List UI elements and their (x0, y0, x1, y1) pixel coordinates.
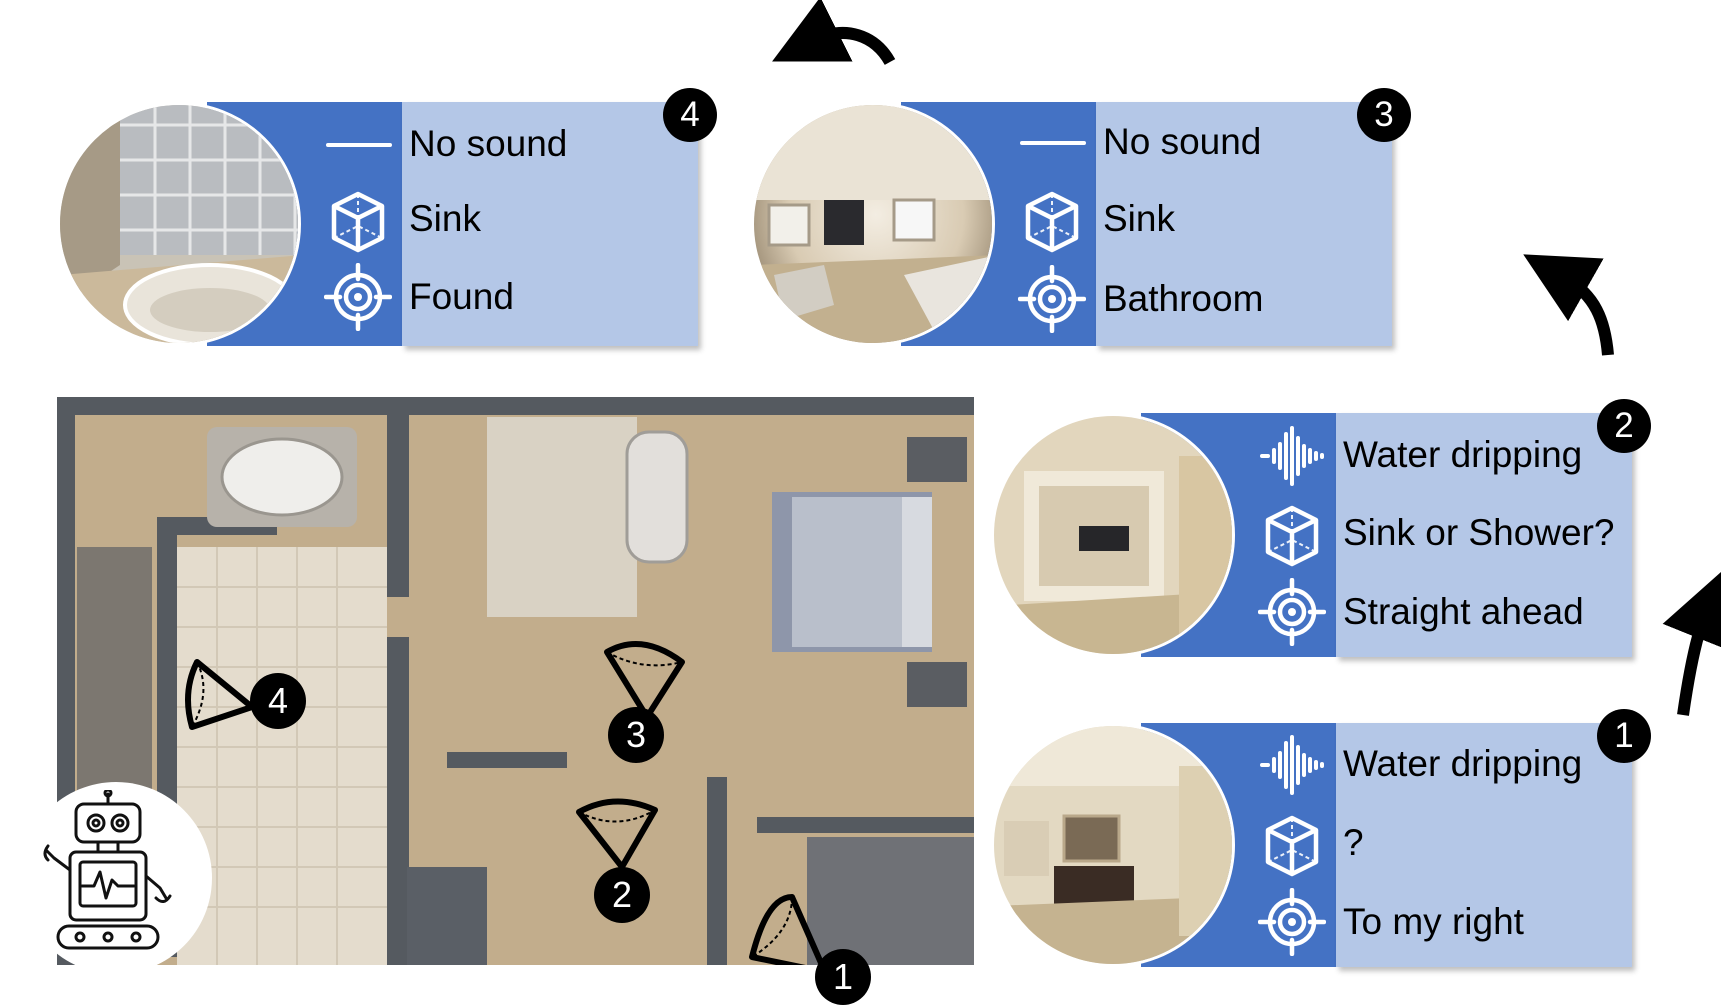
arrow-step1-to-step2 (1662, 570, 1721, 716)
step-number-badge: 3 (1357, 88, 1411, 142)
target-label: Bathroom (1103, 278, 1264, 319)
step-number-badge: 2 (1597, 399, 1651, 453)
target-label: Straight ahead (1343, 591, 1584, 632)
sound-label: Water dripping (1343, 434, 1583, 475)
sound-label: No sound (409, 123, 568, 164)
panel-text-area (1096, 102, 1392, 346)
panel-text-area (402, 102, 698, 346)
map-marker-4: 4 (250, 673, 306, 729)
viewpoint-cone-3 (604, 641, 685, 720)
viewpoint-cone-1 (749, 894, 826, 965)
arrow-step2-to-step3 (1523, 254, 1614, 356)
object-label: Sink or Shower? (1343, 512, 1615, 553)
egocentric-view-photo (751, 102, 995, 346)
panel-text-area (1336, 723, 1632, 967)
panel-text-area (1336, 413, 1632, 657)
target-label: Found (409, 276, 514, 317)
sound-label: Water dripping (1343, 743, 1583, 784)
object-label: Sink (409, 198, 481, 239)
viewpoint-cone-4 (185, 659, 255, 730)
sound-label: No sound (1103, 121, 1262, 162)
object-label: ? (1343, 822, 1364, 863)
egocentric-view-photo (991, 413, 1235, 657)
viewpoint-markers (185, 641, 826, 965)
robot-icon (43, 790, 172, 950)
map-marker-2: 2 (594, 867, 650, 923)
viewpoint-cone-2 (576, 798, 658, 870)
robot-badge (20, 782, 212, 974)
step-number-badge: 1 (1597, 709, 1651, 763)
target-label: To my right (1343, 901, 1524, 942)
arrow-step3-to-step4 (772, 0, 896, 66)
object-label: Sink (1103, 198, 1175, 239)
map-marker-1: 1 (815, 949, 871, 1005)
map-marker-3: 3 (608, 707, 664, 763)
step-number-badge: 4 (663, 88, 717, 142)
